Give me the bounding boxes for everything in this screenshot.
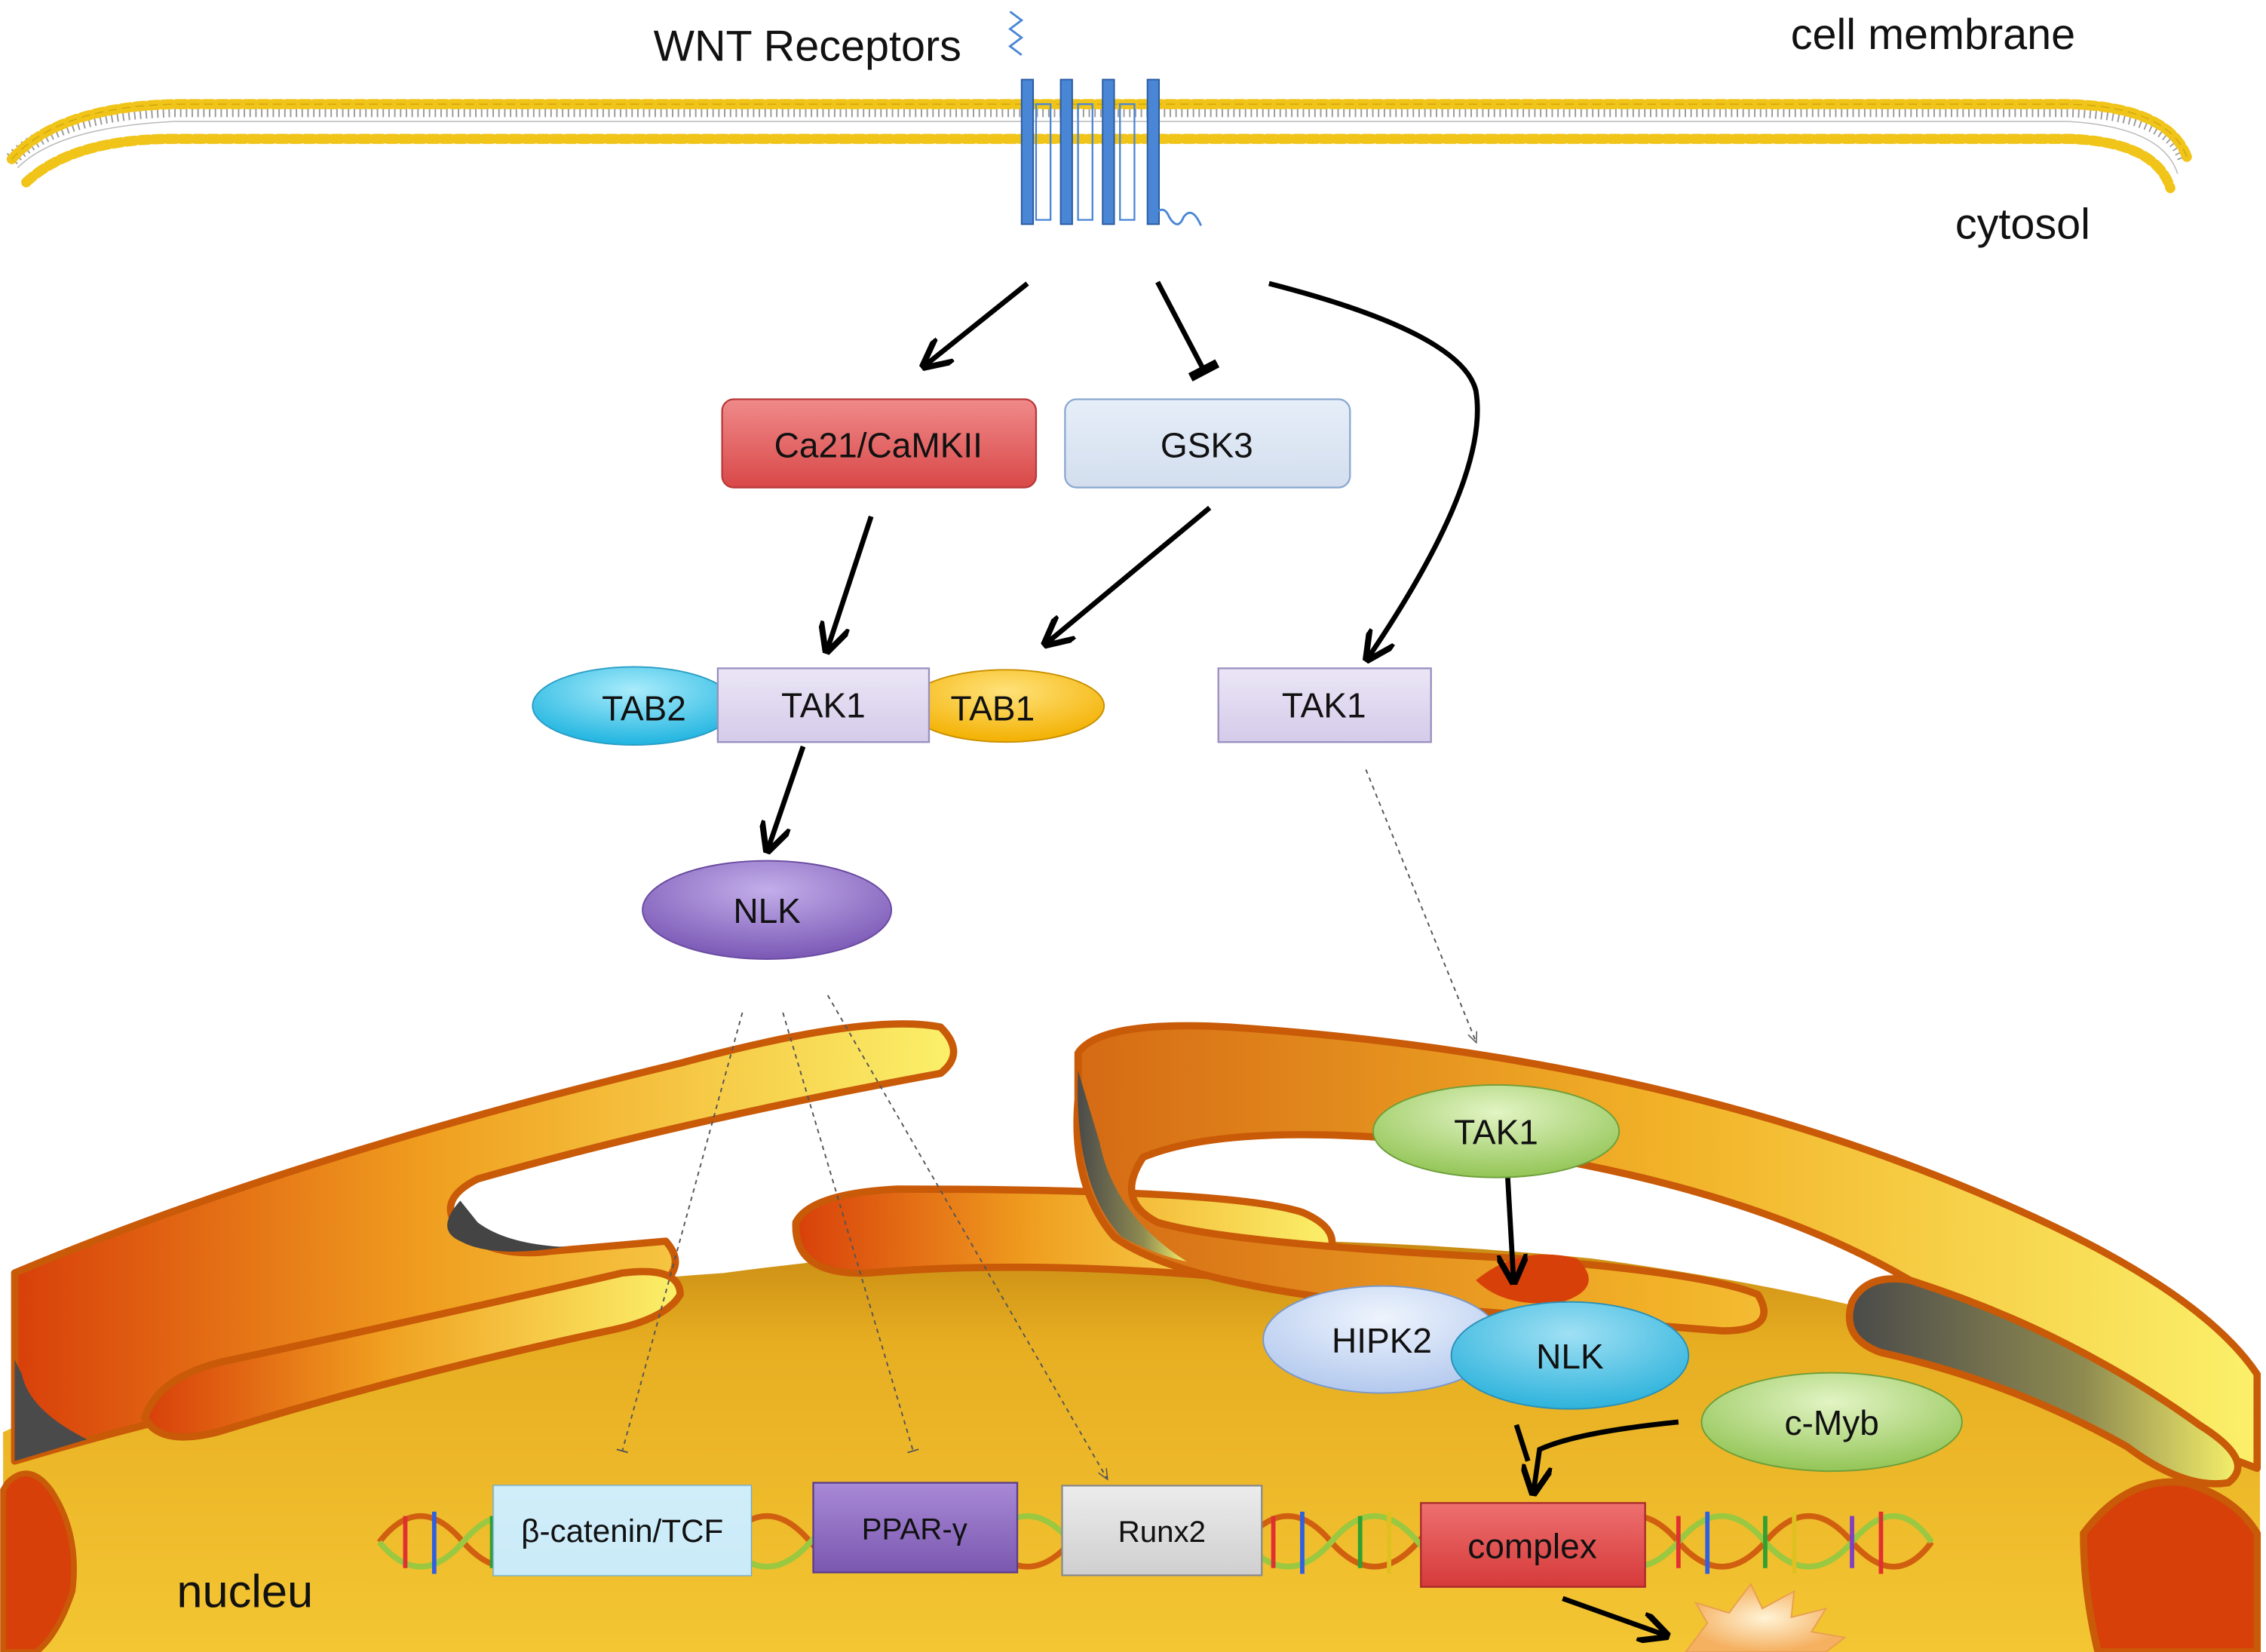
- tak1-nucleus-label: TAK1: [1454, 1113, 1538, 1152]
- nlk-nucleus-label: NLK: [1536, 1337, 1604, 1376]
- complex-label: complex: [1467, 1526, 1596, 1565]
- nlk-cytosol-node: NLK: [642, 860, 893, 960]
- envelope-right-fold: [1845, 1275, 2242, 1488]
- cmyb-label: c-Myb: [1785, 1403, 1879, 1442]
- cell-membrane: [6, 99, 2193, 194]
- tak1-nucleus-node: TAK1: [1372, 1083, 1621, 1178]
- nucleus-label: nucleu: [176, 1566, 313, 1618]
- tab2-label: TAB2: [602, 688, 686, 728]
- complex-node: complex: [1420, 1502, 1646, 1588]
- cmyb-node: c-Myb: [1700, 1372, 1963, 1473]
- cytosol-arrows: [768, 280, 1480, 847]
- ppar-gamma-node: PPAR-γ: [812, 1482, 1019, 1574]
- nlk-nucleus-node: [1450, 1301, 1690, 1410]
- gsk3-label: GSK3: [1161, 425, 1253, 464]
- nlk-cytosol-label: NLK: [733, 891, 801, 930]
- runx2-label: Runx2: [1118, 1515, 1206, 1549]
- cytosol-label: cytosol: [1955, 201, 2090, 249]
- tak1-complex-label: TAK1: [781, 686, 866, 725]
- tab1-label: TAB1: [951, 688, 1035, 728]
- runx2-node: Runx2: [1061, 1485, 1263, 1577]
- gsk3-node: GSK3: [1064, 398, 1351, 489]
- nuclear-arrows: [1507, 1177, 1679, 1635]
- wnt-receptors-label: WNT Receptors: [654, 23, 961, 71]
- ca-camkii-label: Ca21/CaMKII: [774, 425, 983, 464]
- tak1-right-label: TAK1: [1282, 686, 1366, 725]
- tak1-right-node: TAK1: [1217, 667, 1432, 743]
- beta-catenin-tcf-node: β-catenin/TCF: [492, 1485, 753, 1577]
- cell-membrane-label: cell membrane: [1791, 11, 2075, 59]
- hipk2-label: HIPK2: [1332, 1321, 1432, 1360]
- dotted-arrows: [616, 769, 1476, 1479]
- hipk2-nlk-complex: HIPK2 NLK: [1262, 1285, 1690, 1410]
- ca-camkii-node: Ca21/CaMKII: [721, 398, 1038, 489]
- envelope-left-inner: [140, 1267, 684, 1441]
- wnt-receptor: [1008, 11, 1202, 226]
- tak1-tab-complex: TAB2 TAK1 TAB1: [532, 666, 1105, 746]
- ppar-gamma-label: PPAR-γ: [862, 1512, 967, 1546]
- output-burst-icon: [1685, 1582, 1847, 1652]
- beta-catenin-tcf-label: β-catenin/TCF: [521, 1513, 723, 1549]
